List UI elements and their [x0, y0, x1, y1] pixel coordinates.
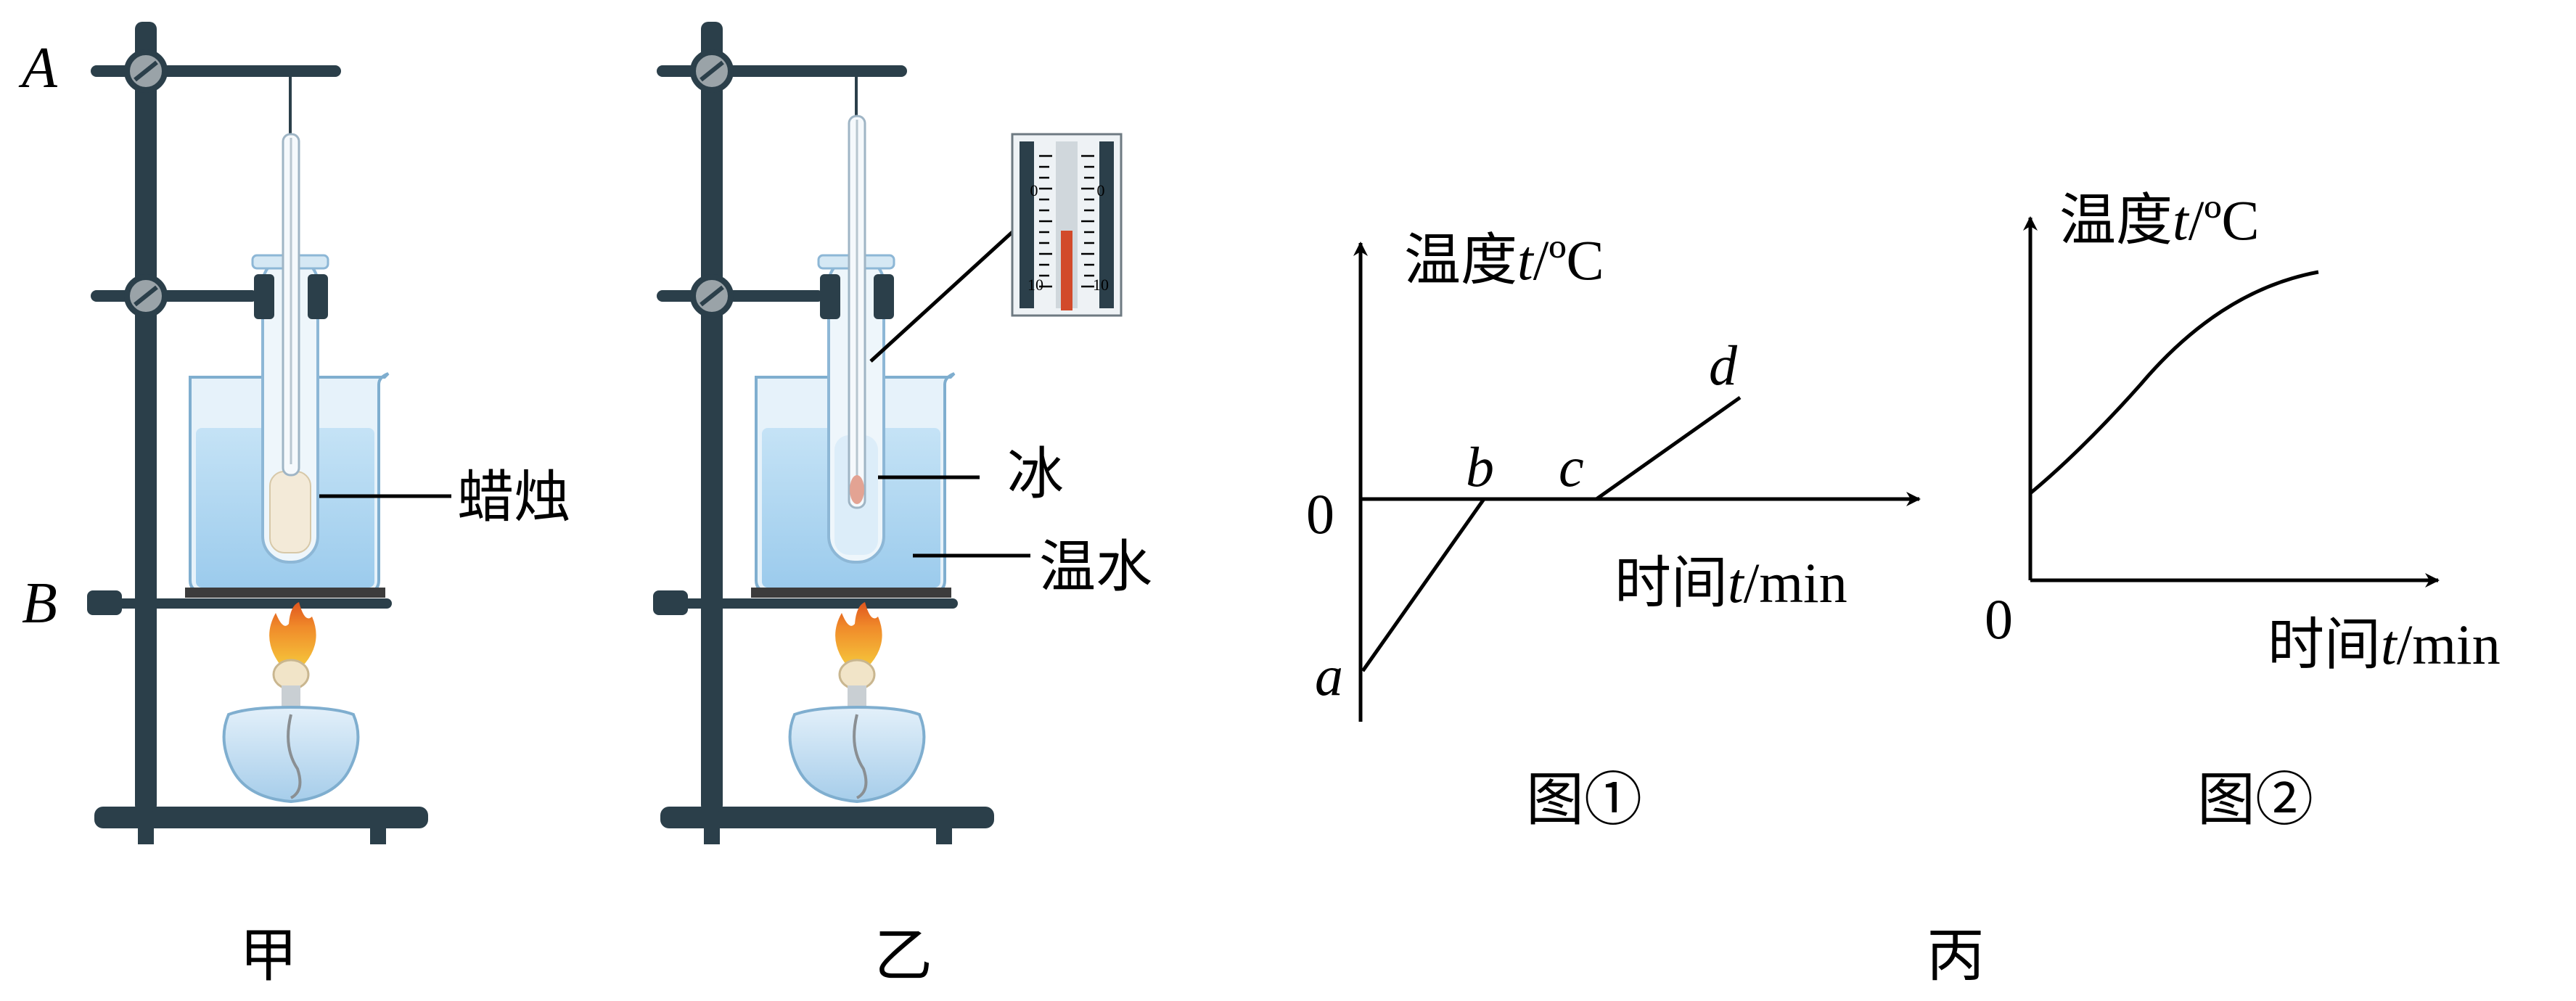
graph2-xlabel-var: t	[2381, 613, 2398, 676]
graph2-xlabel-prefix: 时间	[2268, 613, 2381, 676]
graph1-ylabel-unit: /ºC	[1533, 228, 1604, 292]
graph2-xlabel: 时间t/min	[2268, 613, 2501, 676]
thermometer-zoom: 0 0 10 10	[1011, 133, 1123, 317]
apparatus-jia	[87, 22, 428, 844]
graph1-ylabel-prefix: 温度	[1404, 228, 1517, 292]
stand-rod-2	[701, 22, 723, 812]
graph2-curve	[2029, 270, 2319, 495]
stand-rod	[135, 22, 157, 812]
caption-jia: 甲	[239, 925, 298, 989]
thermo-tick-0-right: 0	[1097, 181, 1105, 199]
graph1-xlabel-var: t	[1728, 551, 1745, 614]
graph1-point-c: c	[1559, 435, 1584, 498]
graph1-ylabel: 温度t/ºC	[1404, 228, 1604, 292]
graph2-ylabel-prefix: 温度	[2059, 189, 2173, 252]
caption-yi: 乙	[874, 925, 932, 989]
thermo-tick-10-left: 10	[1027, 276, 1043, 294]
stand-base-2	[660, 807, 994, 828]
magnifier-pointer	[869, 231, 1014, 363]
ring-support	[109, 598, 392, 609]
flame-2	[835, 602, 882, 664]
middle-arm	[91, 290, 258, 302]
graph2-xlabel-unit: /min	[2397, 613, 2501, 676]
graph2-ylabel-unit: /ºC	[2189, 189, 2260, 252]
label-warm-water: 温水	[1039, 535, 1152, 598]
apparatus-yi: 0 0 10 10	[653, 22, 1123, 844]
label-B: B	[22, 572, 57, 635]
graph1-xlabel-unit: /min	[1744, 551, 1847, 614]
graph1-origin: 0	[1306, 482, 1334, 545]
flame	[269, 602, 316, 664]
graph2-ylabel: 温度t/ºC	[2059, 189, 2260, 252]
label-candle: 蜡烛	[457, 466, 570, 529]
graph1-point-b: b	[1466, 435, 1494, 498]
graph1-curve	[1361, 395, 1742, 672]
graph-2: 温度t/ºC 时间t/min 0 图②	[1985, 189, 2501, 833]
label-A: A	[18, 36, 58, 100]
graph1-point-a: a	[1315, 644, 1343, 707]
mercury-column	[1061, 231, 1072, 310]
graph1-caption: 图①	[1526, 769, 1642, 833]
ring-support-2	[675, 598, 958, 609]
candle	[269, 471, 311, 553]
caption-bing: 丙	[1927, 925, 1985, 989]
graph1-xlabel-prefix: 时间	[1615, 551, 1728, 614]
graph2-caption: 图②	[2197, 769, 2313, 833]
stand-base	[94, 807, 428, 828]
graph1-xlabel: 时间t/min	[1615, 551, 1847, 614]
thermo-tick-10-right: 10	[1093, 276, 1109, 294]
label-ice: 冰	[1007, 442, 1064, 506]
graph1-point-d: d	[1709, 334, 1738, 397]
graph2-ylabel-var: t	[2173, 189, 2190, 252]
graph1-ylabel-var: t	[1517, 228, 1535, 292]
graph-1: 温度t/ºC 时间t/min 0 a b c d 图①	[1306, 228, 1921, 833]
graph2-origin: 0	[1985, 588, 2013, 651]
thermo-tick-0-left: 0	[1030, 181, 1038, 199]
